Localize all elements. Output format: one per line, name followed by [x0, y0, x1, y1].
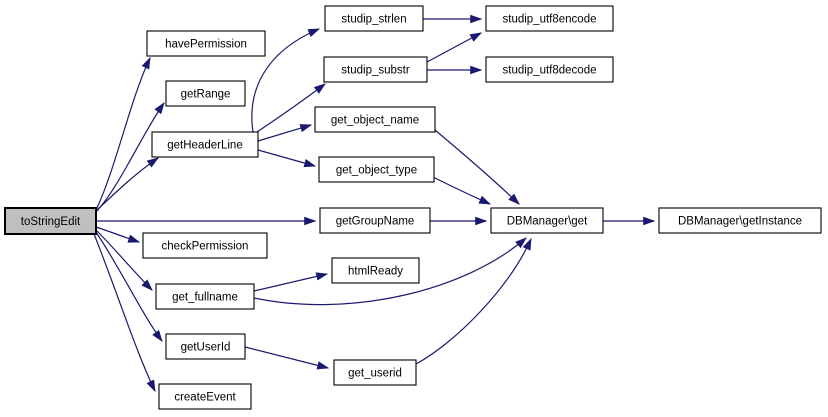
node-box-get-fullname[interactable]	[155, 283, 255, 310]
node-box-studip-substr[interactable]	[323, 56, 428, 83]
edge-get-object-type-to-dbmanager-get	[432, 176, 492, 205]
node-box-dbmanager-getinstance[interactable]	[658, 207, 822, 234]
edge-get-fullname-to-html-ready	[253, 272, 329, 292]
edge-get-header-line-to-studip-strlen	[251, 28, 321, 133]
edge-to-string-edit-to-get-range	[95, 102, 165, 213]
edge-get-header-line-to-studip-substr	[256, 83, 326, 133]
node-dbmanager-getinstance[interactable]: DBManager\getInstance	[658, 207, 822, 234]
node-label-get-object-type: get_object_type	[336, 165, 417, 177]
node-box-studip-utf8encode[interactable]	[485, 5, 614, 32]
edge-get-user-id-to-get-userid	[244, 346, 330, 370]
node-label-studip-utf8encode: studip_utf8encode	[503, 14, 597, 26]
node-box-get-object-type[interactable]	[318, 156, 435, 183]
edge-to-string-edit-to-get-user-id	[95, 231, 163, 342]
node-label-studip-utf8decode: studip_utf8decode	[503, 65, 597, 77]
node-box-get-header-line[interactable]	[151, 131, 259, 158]
node-get-fullname[interactable]: get_fullname	[155, 283, 255, 310]
node-studip-utf8encode[interactable]: studip_utf8encode	[485, 5, 614, 32]
node-label-studip-substr: studip_substr	[341, 65, 410, 77]
node-box-html-ready[interactable]	[331, 257, 420, 284]
node-to-string-edit[interactable]: toStringEdit	[4, 207, 97, 235]
node-label-studip-strlen: studip_strlen	[341, 14, 406, 26]
edge-to-string-edit-to-get-fullname	[95, 229, 153, 291]
node-label-get-object-name: get_object_name	[331, 115, 419, 127]
node-get-userid[interactable]: get_userid	[333, 359, 417, 386]
node-box-get-user-id[interactable]	[165, 333, 246, 360]
node-get-object-type[interactable]: get_object_type	[318, 156, 435, 183]
node-label-dbmanager-getinstance: DBManager\getInstance	[678, 216, 802, 228]
node-box-have-permission[interactable]	[146, 30, 266, 57]
node-label-have-permission: havePermission	[165, 39, 247, 51]
node-label-get-range: getRange	[181, 89, 231, 101]
edge-get-object-name-to-dbmanager-get	[434, 129, 520, 205]
node-label-html-ready: htmlReady	[348, 266, 403, 278]
node-studip-substr[interactable]: studip_substr	[323, 56, 428, 83]
edge-studip-substr-to-studip-utf8encode	[426, 32, 483, 63]
node-box-get-userid[interactable]	[333, 359, 417, 386]
node-check-permission[interactable]: checkPermission	[142, 232, 268, 259]
node-have-permission[interactable]: havePermission	[146, 30, 266, 57]
node-label-get-header-line: getHeaderLine	[167, 140, 242, 152]
node-html-ready[interactable]: htmlReady	[331, 257, 420, 284]
node-label-create-event: createEvent	[174, 392, 236, 404]
node-get-user-id[interactable]: getUserId	[165, 333, 246, 360]
node-box-to-string-edit[interactable]	[4, 207, 97, 235]
node-studip-utf8decode[interactable]: studip_utf8decode	[485, 56, 614, 83]
node-dbmanager-get[interactable]: DBManager\get	[490, 207, 604, 234]
node-label-get-user-id: getUserId	[181, 342, 231, 354]
edge-get-header-line-to-get-object-type	[257, 149, 317, 168]
node-label-get-fullname: get_fullname	[172, 292, 238, 304]
node-box-get-range[interactable]	[165, 80, 246, 107]
edge-to-string-edit-to-create-event	[93, 233, 156, 393]
node-get-group-name[interactable]: getGroupName	[319, 207, 431, 234]
edge-to-string-edit-to-check-permission	[95, 226, 141, 243]
edge-to-string-edit-to-have-permission	[95, 56, 151, 211]
node-box-create-event[interactable]	[158, 383, 252, 410]
node-box-dbmanager-get[interactable]	[490, 207, 604, 234]
node-label-get-userid: get_userid	[348, 368, 402, 380]
node-box-studip-strlen[interactable]	[324, 5, 424, 32]
node-label-to-string-edit: toStringEdit	[21, 216, 81, 228]
edge-get-fullname-to-dbmanager-get	[253, 237, 527, 306]
node-box-get-object-name[interactable]	[314, 106, 436, 133]
edge-get-header-line-to-get-object-name	[257, 124, 313, 142]
node-label-check-permission: checkPermission	[162, 241, 249, 253]
node-label-get-group-name: getGroupName	[336, 216, 415, 228]
edge-to-string-edit-to-get-header-line	[95, 157, 159, 212]
node-create-event[interactable]: createEvent	[158, 383, 252, 410]
edge-get-userid-to-dbmanager-get	[415, 237, 532, 365]
node-box-studip-utf8decode[interactable]	[485, 56, 614, 83]
node-box-check-permission[interactable]	[142, 232, 268, 259]
node-get-header-line[interactable]: getHeaderLine	[151, 131, 259, 158]
node-studip-strlen[interactable]: studip_strlen	[324, 5, 424, 32]
node-label-dbmanager-get: DBManager\get	[507, 216, 588, 228]
node-get-range[interactable]: getRange	[165, 80, 246, 107]
node-box-get-group-name[interactable]	[319, 207, 431, 234]
node-get-object-name[interactable]: get_object_name	[314, 106, 436, 133]
